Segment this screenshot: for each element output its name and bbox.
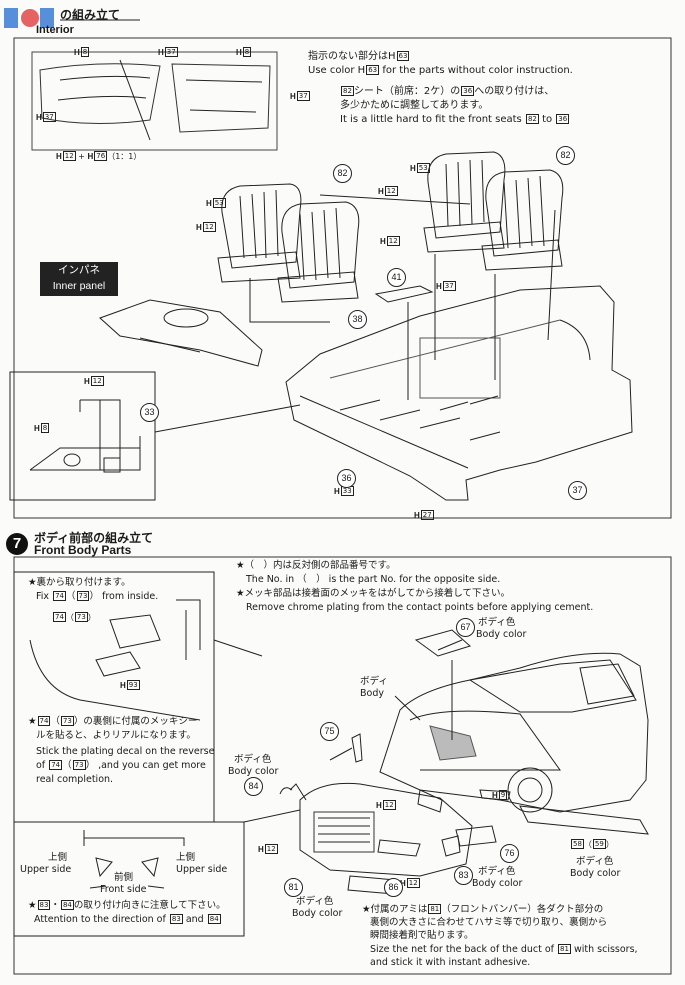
- body-color-jp: ボディ色: [478, 866, 516, 877]
- part-number: 86: [384, 878, 403, 897]
- body-color-jp: ボディ色: [576, 856, 614, 867]
- front-side-en: Front side: [100, 884, 147, 895]
- net-note-jp2: 裏側の大きさに合わせてハサミ等で切り取り、裏側から: [370, 917, 608, 928]
- step-number: 7: [6, 533, 28, 555]
- body-color-jp: ボディ色: [478, 617, 516, 628]
- net-note-en2: and stick it with instant adhesive.: [370, 957, 531, 968]
- seat-note-en: It is a little hard to fit the front sea…: [340, 114, 570, 125]
- note2-jp: ★メッキ部品は接着面のメッキをはがしてから接着して下さい。: [236, 588, 510, 599]
- watermark-logo: [4, 8, 54, 28]
- body-color-en: Body color: [570, 868, 621, 879]
- body-color-en: Body color: [228, 766, 279, 777]
- decal-note-en4: real completion.: [36, 774, 114, 785]
- net-note-jp3: 瞬間接着剤で貼ります。: [370, 930, 474, 941]
- section6-title-jp: の組み立て: [60, 8, 121, 22]
- part-number: 84: [244, 777, 263, 796]
- upper-side-en-right: Upper side: [176, 864, 228, 875]
- part-number: 75: [320, 722, 339, 741]
- part-pair-label: 58（59）: [571, 839, 614, 849]
- part-number: 36: [337, 469, 356, 488]
- decal-note-jp2: ルを貼ると、よりリアルになります。: [36, 730, 196, 741]
- upper-side-jp-right: 上側: [176, 852, 196, 863]
- note1-jp: ★（ ）内は反対側の部品番号です。: [236, 560, 396, 571]
- attention-note-en: Attention to the direction of 83 and 84: [34, 914, 221, 925]
- body-label-jp: ボディ: [360, 676, 388, 687]
- part-number: 82: [333, 164, 352, 183]
- part-pair-label: 74（73）: [53, 612, 96, 622]
- upper-side-en-left: Upper side: [20, 864, 72, 875]
- part-number: 38: [348, 310, 367, 329]
- part-number: 83: [454, 866, 473, 885]
- body-color-en: Body color: [292, 908, 343, 919]
- decal-note-en1: Stick the plating decal on the reverse: [36, 746, 215, 757]
- fix-note-en: Fix 74（73） from inside.: [36, 591, 159, 602]
- part-number: 81: [284, 878, 303, 897]
- upper-side-jp-left: 上側: [48, 852, 68, 863]
- body-color-en: Body color: [476, 629, 527, 640]
- fix-note-jp: ★裏から取り付けます。: [28, 577, 131, 588]
- body-color-en: Body color: [472, 878, 523, 889]
- front-side-jp: 前側: [114, 872, 134, 883]
- decal-note-jp1: ★74（73）の裏側に付属のメッキシー: [28, 716, 198, 727]
- part-number: 67: [456, 618, 475, 637]
- decal-note-en2: of 74（73） ,and you can get more: [36, 760, 206, 771]
- note2-en: Remove chrome plating from the contact p…: [246, 602, 594, 613]
- seat-note-jp2: 多少かために調整してあります。: [340, 100, 489, 111]
- net-note-en1: Size the net for the back of the duct of…: [370, 944, 638, 955]
- inner-panel-label: インパネ Inner panel: [40, 262, 118, 296]
- section7-title-jp: ボディ前部の組み立て: [34, 531, 154, 545]
- section7-title-en: Front Body Parts: [34, 543, 132, 557]
- body-label-en: Body: [360, 688, 384, 699]
- note1-en: The No. in （ ） is the part No. for the o…: [246, 574, 501, 585]
- part-number: 76: [500, 844, 519, 863]
- body-color-jp: ボディ色: [234, 754, 272, 765]
- part-number: 37: [568, 481, 587, 500]
- part-number: 33: [140, 403, 159, 422]
- part-number: 41: [387, 268, 406, 287]
- section6-title-en: Interior: [36, 24, 74, 36]
- part-number: 82: [556, 146, 575, 165]
- body-color-jp: ボディ色: [296, 896, 334, 907]
